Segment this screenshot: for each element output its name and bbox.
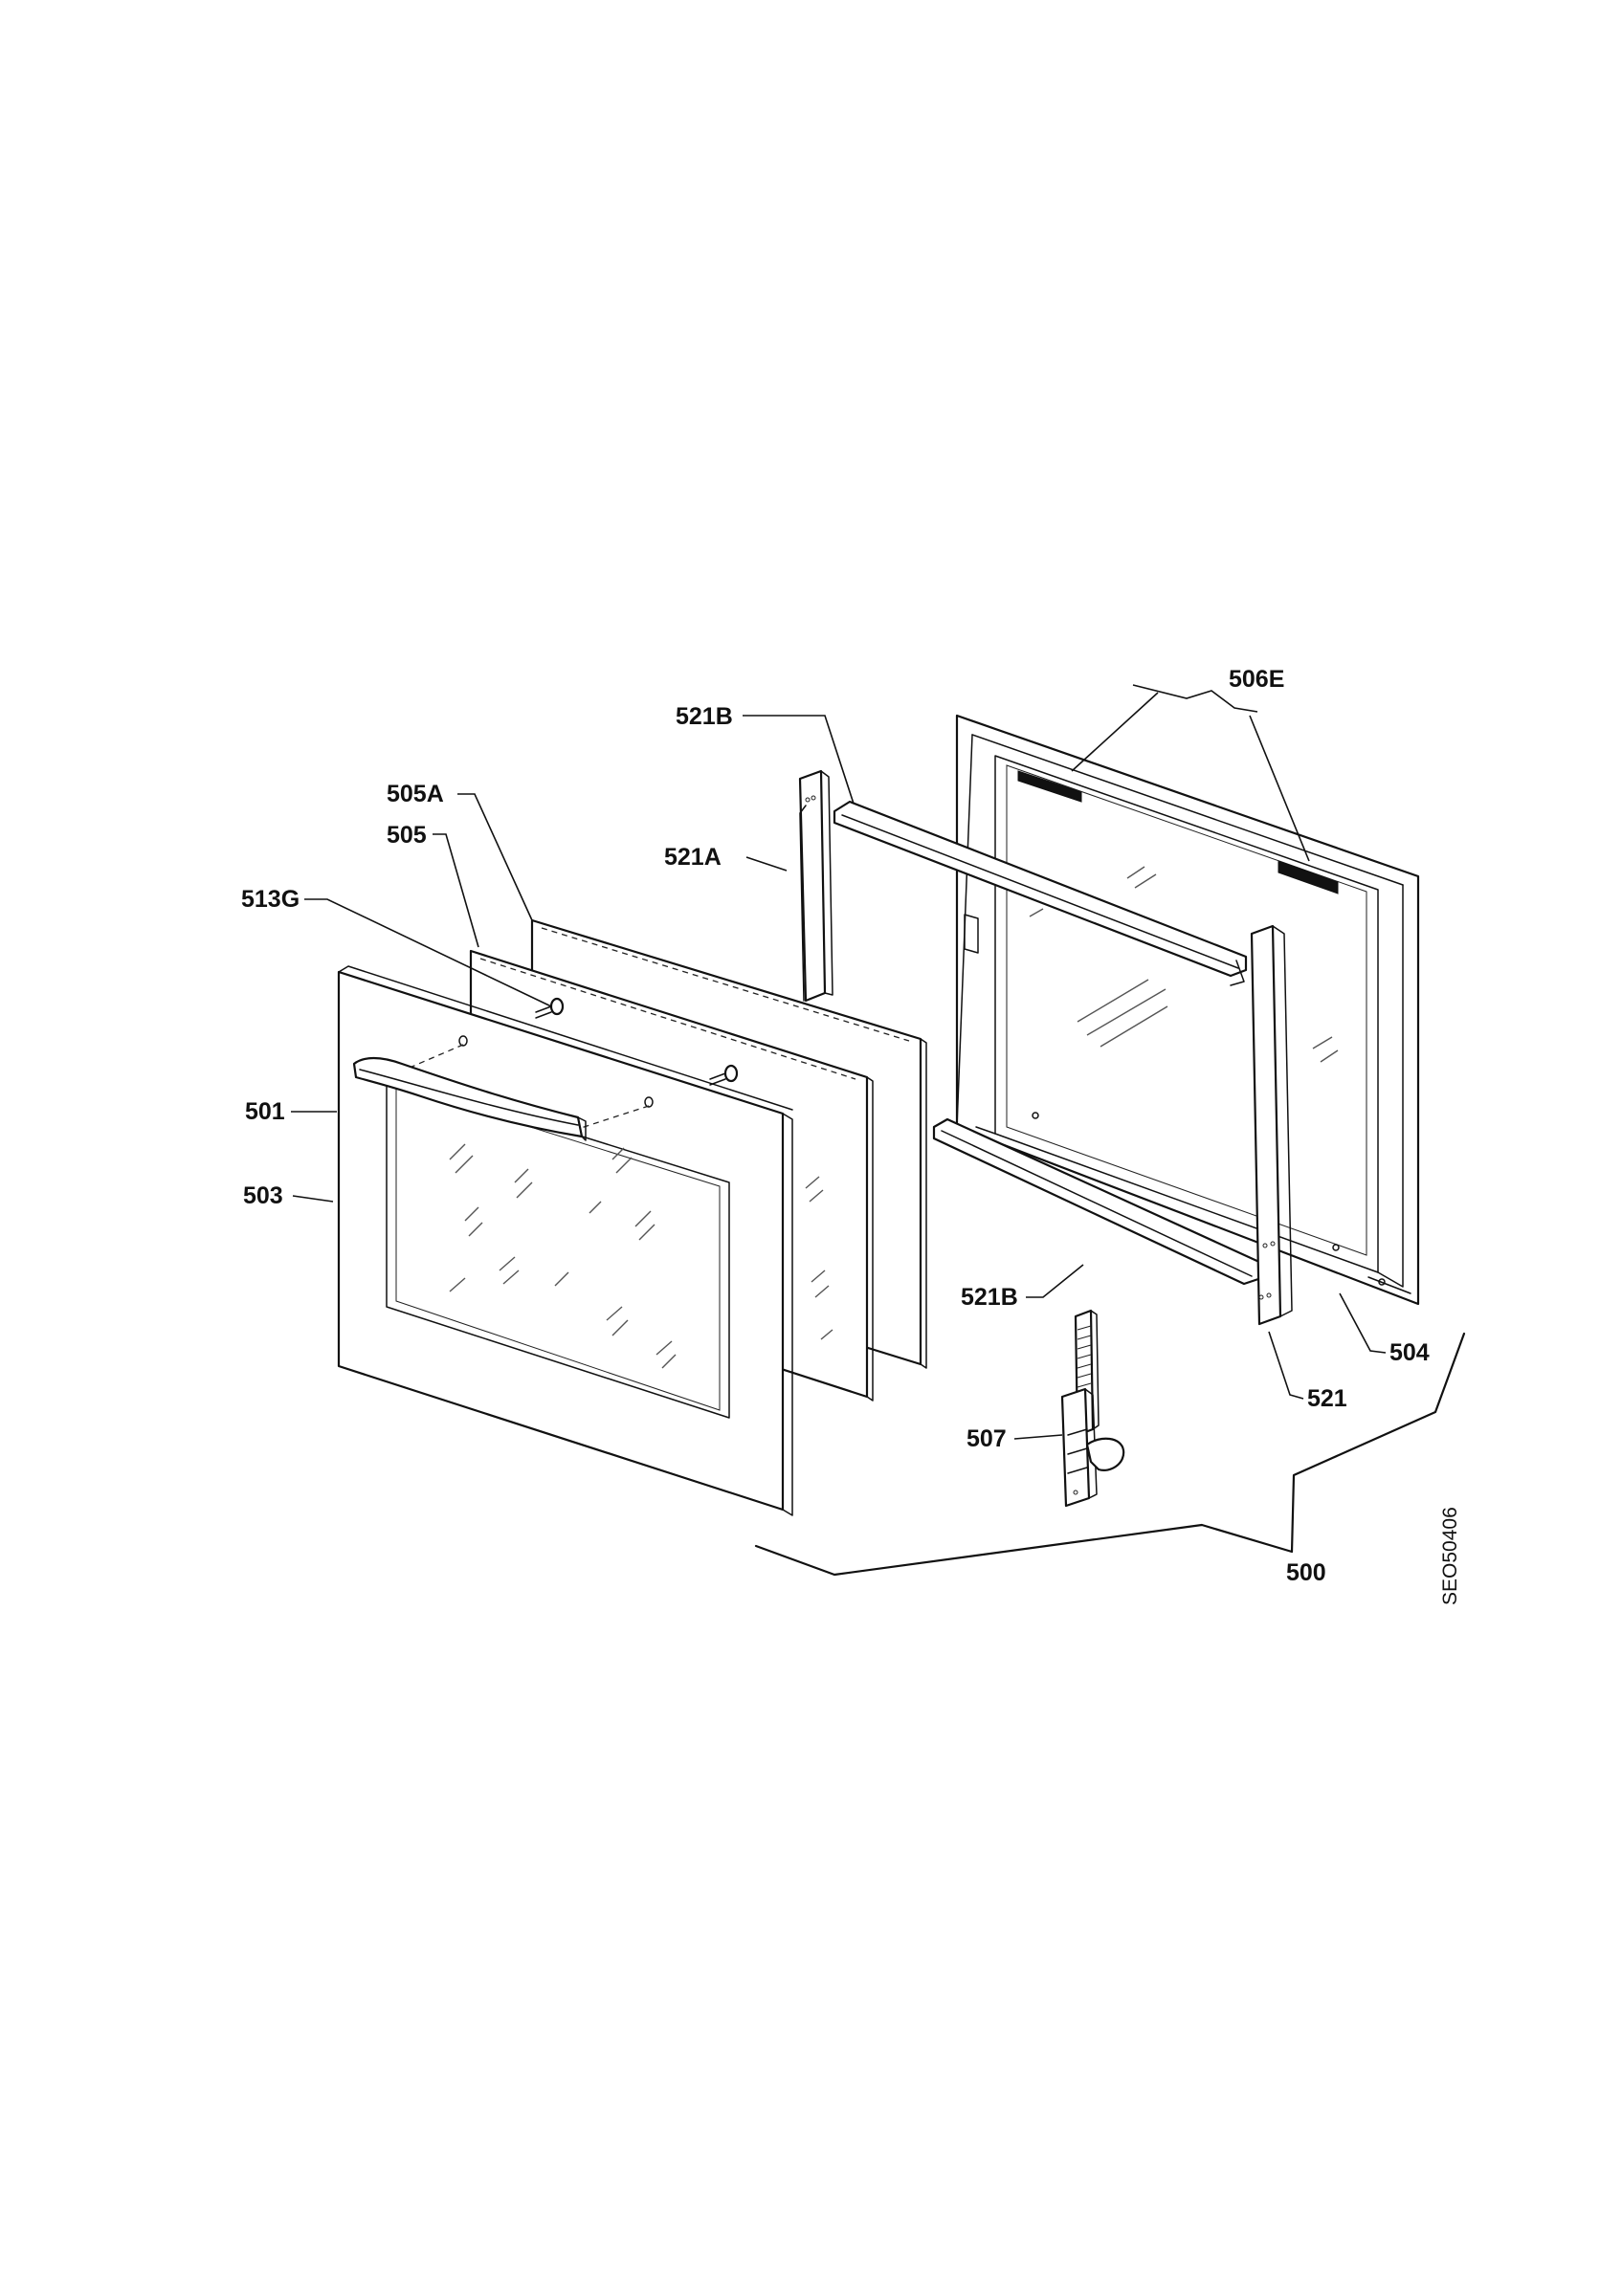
callout-506E: 506E [1229,666,1284,693]
screws-513G [535,997,739,1086]
callout-505A: 505A [387,781,444,807]
drawing-code: SEO50406 [1439,1507,1461,1605]
seal-506E-right [1278,860,1339,894]
door-handle-501 [352,1056,587,1141]
callout-521B-top: 521B [676,703,733,730]
seal-506E-left [1017,770,1082,803]
right-side-trim-521 [1250,924,1293,1326]
left-side-trim-521A [798,769,833,1003]
top-trim-521B [833,800,1248,986]
assembly-bracket-500 [754,1332,1466,1577]
leader-lines [291,684,1387,1440]
callout-500: 500 [1286,1559,1326,1586]
callout-521A: 521A [664,844,722,871]
callout-521B-bottom: 521B [961,1284,1018,1311]
callout-504: 504 [1389,1339,1430,1366]
callout-505: 505 [387,822,427,849]
callout-503: 503 [243,1182,283,1209]
callout-513G: 513G [241,886,300,913]
hinge-507 [1060,1309,1125,1508]
callout-507: 507 [967,1425,1007,1452]
rear-door-frame-504 [955,714,1420,1306]
callout-501: 501 [245,1098,285,1125]
callout-521: 521 [1307,1385,1347,1412]
